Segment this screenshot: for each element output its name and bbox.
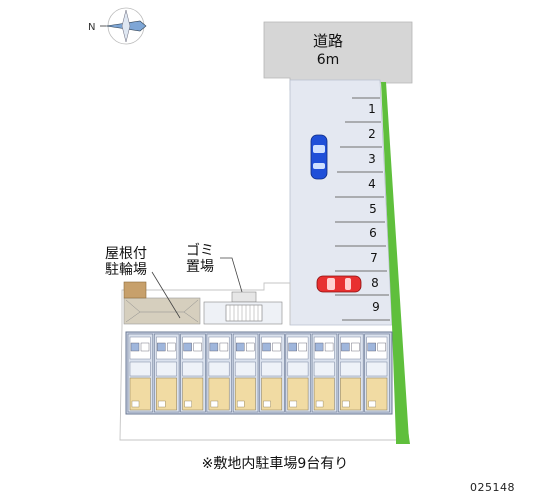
compass-icon bbox=[100, 7, 147, 45]
parking-stall-number: 7 bbox=[370, 251, 378, 265]
parking-stall-number: 5 bbox=[369, 202, 377, 216]
bike-parking-area bbox=[123, 297, 201, 325]
garbage-area bbox=[231, 291, 257, 303]
parking-stall-lines bbox=[335, 97, 390, 321]
road-label: 道路 bbox=[312, 32, 343, 50]
parking-stall-number: 3 bbox=[368, 152, 376, 166]
bike-parking-leader bbox=[151, 271, 181, 319]
apartment-units bbox=[127, 333, 390, 413]
parking-stall-number: 4 bbox=[368, 177, 376, 191]
parking-note: ※敷地内駐車場9台有り bbox=[201, 456, 349, 472]
parking-stall-number: 2 bbox=[368, 127, 376, 141]
parking-stall-number: 6 bbox=[369, 226, 377, 240]
road-width-label: 6m bbox=[316, 52, 340, 68]
parking-stall-number: 1 bbox=[368, 102, 376, 116]
bike-parking-label-line2: 駐輪場 bbox=[105, 262, 147, 279]
garbage-label-line2: 置場 bbox=[186, 259, 214, 276]
bike-parking-label-line1: 屋根付 bbox=[105, 246, 147, 262]
car-red-icon bbox=[316, 275, 362, 293]
stairs bbox=[203, 301, 283, 325]
grass-patch-bottom bbox=[396, 430, 410, 444]
parking-stall-number: 8 bbox=[371, 276, 379, 290]
bike-parking-corner bbox=[123, 281, 147, 299]
bike-parking-label: 屋根付 駐輪場 bbox=[95, 246, 157, 278]
car-blue-icon bbox=[310, 134, 328, 180]
garbage-label: ゴミ 置場 bbox=[180, 243, 220, 275]
parking-stall-number: 9 bbox=[372, 300, 380, 314]
garbage-leader bbox=[220, 257, 243, 293]
green-strip bbox=[381, 82, 409, 440]
garbage-label-line1: ゴミ bbox=[186, 243, 214, 259]
compass-north-label: N bbox=[88, 22, 95, 33]
site-boundary bbox=[119, 282, 396, 441]
property-code: 025148 bbox=[470, 481, 515, 494]
